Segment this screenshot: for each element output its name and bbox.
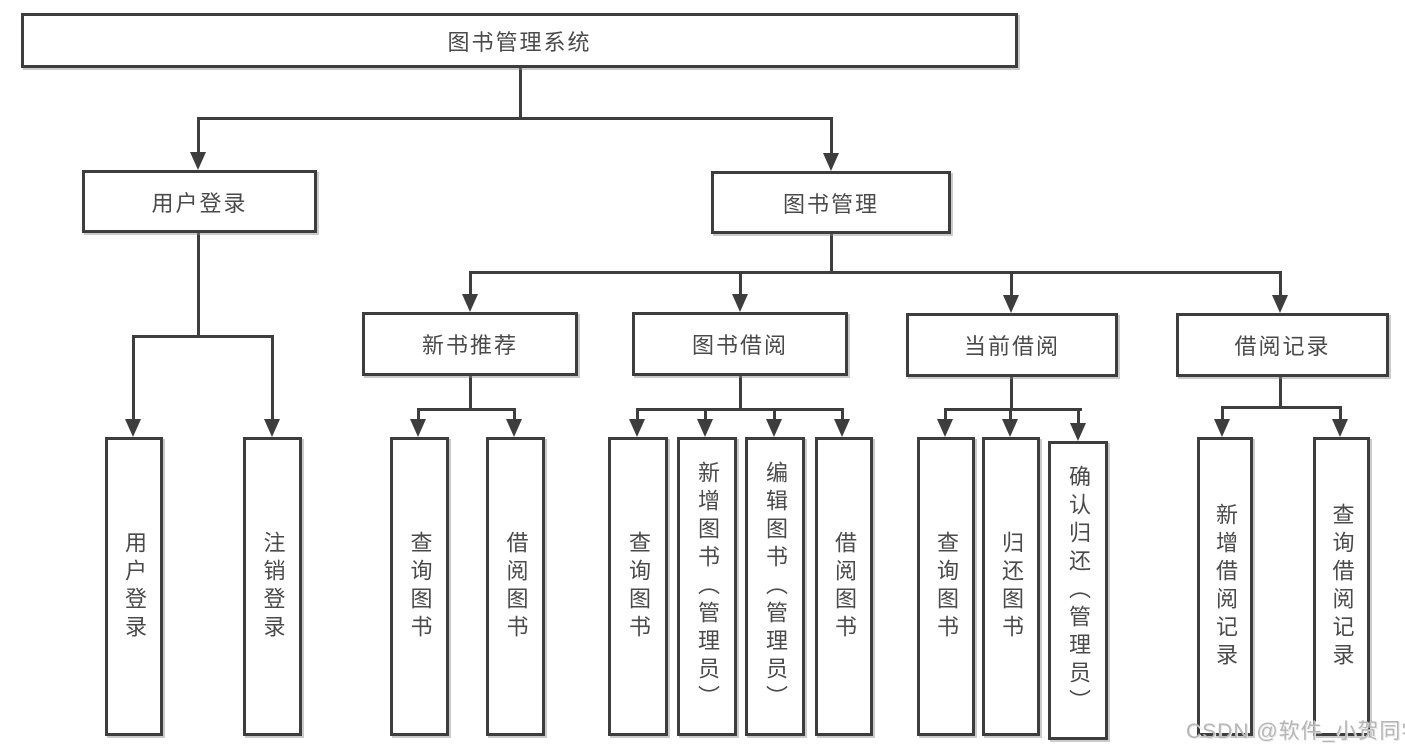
connector-line bbox=[1339, 406, 1342, 421]
csdn-watermark: CSDN @软件_小贺同学 bbox=[1186, 720, 1405, 743]
connector-line bbox=[739, 374, 742, 408]
leaf-borrow-books: 借阅图书 bbox=[815, 437, 873, 736]
arrowhead-down-icon bbox=[732, 294, 748, 312]
node-current-borrowing: 当前借阅 bbox=[906, 313, 1118, 377]
connector-line bbox=[132, 335, 135, 421]
leaf-add-book-admin: 新增图书（管理员） bbox=[677, 437, 737, 736]
leaf-query-books-recommend: 查询图书 bbox=[390, 437, 449, 736]
arrowhead-down-icon bbox=[506, 419, 522, 437]
arrowhead-down-icon bbox=[629, 419, 645, 437]
connector-line bbox=[417, 408, 516, 411]
node-book-management: 图书管理 bbox=[711, 171, 951, 234]
connector-line bbox=[830, 117, 833, 154]
connector-line bbox=[197, 117, 200, 153]
connector-line bbox=[704, 408, 707, 421]
node-new-book-recommendation: 新书推荐 bbox=[362, 312, 578, 376]
connector-line bbox=[469, 271, 472, 296]
connector-line bbox=[132, 335, 274, 338]
leaf-query-books-borrow: 查询图书 bbox=[608, 437, 668, 736]
connector-line bbox=[1010, 271, 1013, 297]
node-user-login: 用户登录 bbox=[82, 170, 317, 233]
connector-line bbox=[1010, 375, 1013, 408]
arrowhead-down-icon bbox=[1002, 419, 1018, 437]
arrowhead-down-icon bbox=[1070, 423, 1086, 441]
leaf-borrow-books-recommend: 借阅图书 bbox=[486, 437, 545, 736]
leaf-return-book: 归还图书 bbox=[982, 437, 1040, 736]
connector-line bbox=[197, 231, 200, 335]
arrowhead-down-icon bbox=[1214, 419, 1230, 437]
connector-line bbox=[636, 408, 639, 421]
arrowhead-down-icon bbox=[823, 153, 839, 171]
connector-line bbox=[1221, 406, 1224, 421]
connector-line bbox=[739, 271, 742, 296]
connector-line bbox=[519, 66, 522, 117]
connector-line bbox=[1077, 408, 1080, 425]
leaf-confirm-return-admin: 确认归还（管理员） bbox=[1048, 441, 1108, 740]
leaf-query-borrow-record: 查询借阅记录 bbox=[1313, 437, 1370, 736]
arrowhead-down-icon bbox=[1332, 419, 1348, 437]
connector-line bbox=[1279, 271, 1282, 297]
connector-line bbox=[417, 408, 420, 421]
node-borrowing-records: 借阅记录 bbox=[1176, 313, 1389, 377]
leaf-edit-book-admin: 编辑图书（管理员） bbox=[745, 437, 805, 736]
arrowhead-down-icon bbox=[766, 419, 782, 437]
node-root: 图书管理系统 bbox=[21, 13, 1018, 68]
arrowhead-down-icon bbox=[410, 419, 426, 437]
leaf-query-books-current: 查询图书 bbox=[917, 437, 975, 736]
arrowhead-down-icon bbox=[937, 419, 953, 437]
arrowhead-down-icon bbox=[462, 294, 478, 312]
arrowhead-down-icon bbox=[264, 419, 280, 437]
connector-line bbox=[1221, 406, 1342, 409]
connector-line bbox=[197, 117, 832, 120]
connector-line bbox=[944, 408, 947, 421]
connector-line bbox=[513, 408, 516, 421]
connector-line bbox=[944, 408, 1082, 411]
leaf-add-borrow-record: 新增借阅记录 bbox=[1197, 437, 1253, 736]
arrowhead-down-icon bbox=[190, 152, 206, 170]
leaf-logout: 注销登录 bbox=[243, 437, 302, 736]
arrowhead-down-icon bbox=[1272, 295, 1288, 313]
arrowhead-down-icon bbox=[1003, 295, 1019, 313]
connector-line bbox=[1279, 375, 1282, 406]
connector-line bbox=[469, 374, 472, 408]
arrowhead-down-icon bbox=[834, 419, 850, 437]
connector-line bbox=[773, 408, 776, 421]
arrowhead-down-icon bbox=[125, 419, 141, 437]
connector-line bbox=[841, 408, 844, 421]
connector-line bbox=[271, 335, 274, 421]
connector-line bbox=[636, 408, 844, 411]
leaf-user-login: 用户登录 bbox=[105, 437, 163, 736]
connector-line bbox=[469, 271, 1282, 274]
arrowhead-down-icon bbox=[697, 419, 713, 437]
connector-line bbox=[830, 232, 833, 273]
connector-line bbox=[1009, 408, 1012, 421]
node-book-borrowing: 图书借阅 bbox=[632, 312, 848, 376]
